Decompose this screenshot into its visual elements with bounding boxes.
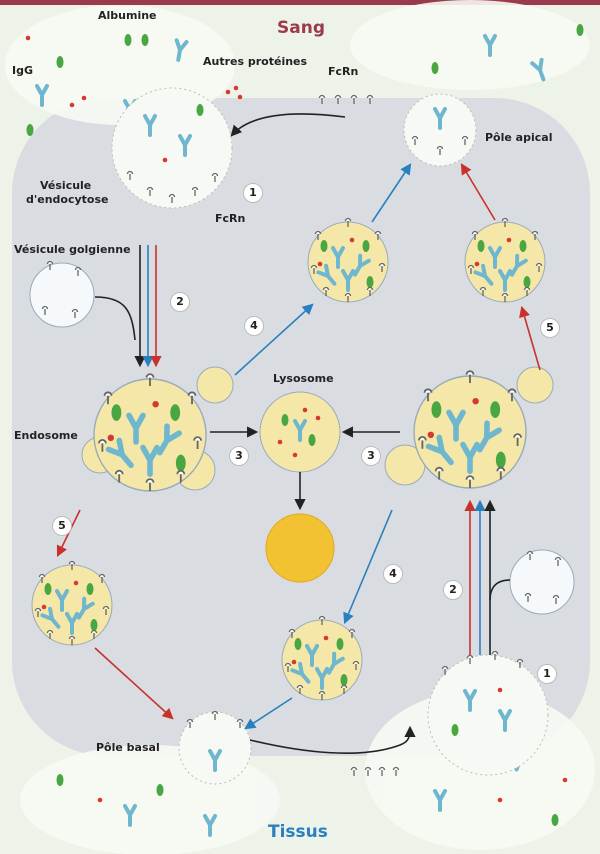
- igg-label: IgG: [12, 64, 33, 77]
- lysosome-label: Lysosome: [273, 372, 334, 385]
- top-bar: [0, 0, 600, 5]
- endocytosis-vesicle: [111, 87, 233, 209]
- endocytosis-vesicle-label-2: d'endocytose: [26, 193, 109, 206]
- golgi-vesicle-label: Vésicule golgienne: [14, 243, 131, 256]
- step-2-left: 2: [170, 292, 190, 312]
- step-1-top: 1: [243, 183, 263, 203]
- step-5-right: 5: [540, 318, 560, 338]
- golgi-vesicle-right: [509, 549, 575, 615]
- apical-pole-vesicle: [403, 93, 477, 167]
- endosome-label: Endosome: [14, 429, 78, 442]
- albumin-label: Albumine: [98, 9, 157, 22]
- step-4-upper: 4: [244, 316, 264, 336]
- basal-endocytosis-vesicle: [427, 650, 549, 776]
- degraded-material: [265, 513, 335, 583]
- step-5-left: 5: [52, 516, 72, 536]
- fcrn-top-label: FcRn: [328, 65, 359, 78]
- blood-label: Sang: [277, 18, 325, 38]
- step-2-right: 2: [443, 580, 463, 600]
- basal-pole-vesicle: [178, 710, 252, 785]
- step-4-lower: 4: [383, 564, 403, 584]
- golgi-vesicle-left: [29, 260, 95, 328]
- endosome-left: [81, 366, 234, 491]
- other-proteins-label: Autres protéines: [203, 55, 308, 68]
- endocytosis-vesicle-label-1: Vésicule: [40, 179, 92, 192]
- pathway-arrows: [56, 113, 541, 754]
- apical-pole-label: Pôle apical: [485, 131, 553, 144]
- step-3-left: 3: [229, 446, 249, 466]
- step-1-bottom: 1: [537, 664, 557, 684]
- step-3-right: 3: [361, 446, 381, 466]
- endosome-right: [384, 366, 554, 488]
- tissue-label: Tissus: [268, 822, 328, 842]
- fcrn-vesicle-label: FcRn: [215, 212, 246, 225]
- lysosome: [259, 391, 341, 473]
- basal-pole-label: Pôle basal: [96, 741, 160, 754]
